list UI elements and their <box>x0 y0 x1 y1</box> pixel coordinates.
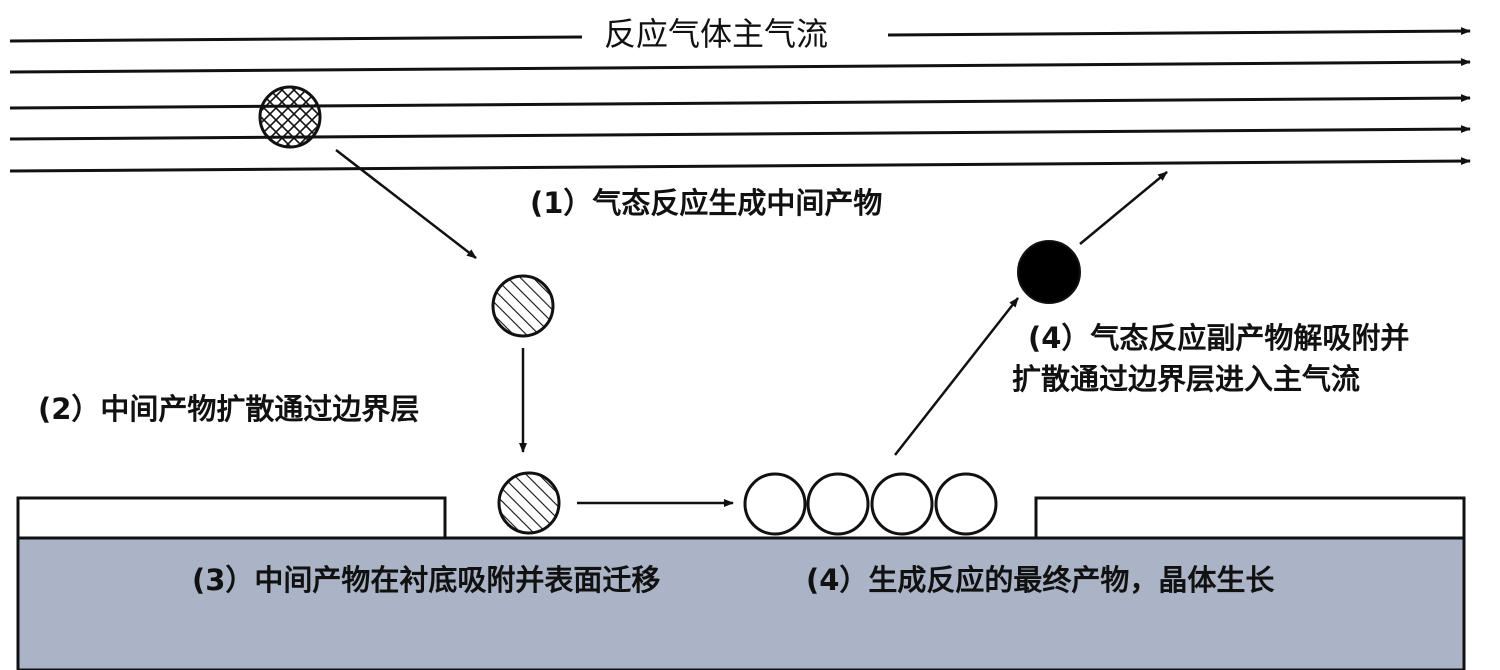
intermediate-particle <box>491 274 555 338</box>
substrate <box>16 536 1466 670</box>
main-flow-label: 反应气体主气流 <box>590 16 843 53</box>
crystal-growth-particles <box>743 472 998 536</box>
step4-growth-label: (4）生成反应的最终产物，晶体生长 <box>806 563 1275 597</box>
flow-line-3 <box>9 94 1471 110</box>
arrow-byproduct-to-flow <box>1079 171 1168 245</box>
flow-line-1b <box>887 27 1471 37</box>
crystal-particle <box>934 472 998 536</box>
arrow-reaction-to-intermediate <box>335 149 477 259</box>
flow-line-1a <box>9 35 583 43</box>
crystal-particle <box>870 472 934 536</box>
adsorbed-particle <box>497 471 561 535</box>
step1-label: (1）气态反应生成中间产物 <box>530 186 883 220</box>
step4-desorb-label-line1: (4）气态反应副产物解吸附并 <box>1028 321 1410 355</box>
arrow-byproduct-desorb <box>894 297 1019 456</box>
flow-line-2 <box>9 58 1471 74</box>
crystal-particle <box>806 472 870 536</box>
substrate-block-left <box>16 496 447 540</box>
flow-line-5 <box>9 157 1471 173</box>
substrate-block-right <box>1034 496 1466 540</box>
step3-label: (3）中间产物在衬底吸附并表面迁移 <box>192 563 661 597</box>
step2-label: (2）中间产物扩散通过边界层 <box>38 392 420 426</box>
step4-desorb-label-line2: 扩散通过边界层进入主气流 <box>1012 362 1361 396</box>
main-gas-flow-lines <box>9 27 1471 173</box>
flow-line-4 <box>9 125 1471 141</box>
crystal-particle <box>743 472 807 536</box>
byproduct-particle <box>1017 240 1081 304</box>
reactant-particle <box>258 85 322 149</box>
